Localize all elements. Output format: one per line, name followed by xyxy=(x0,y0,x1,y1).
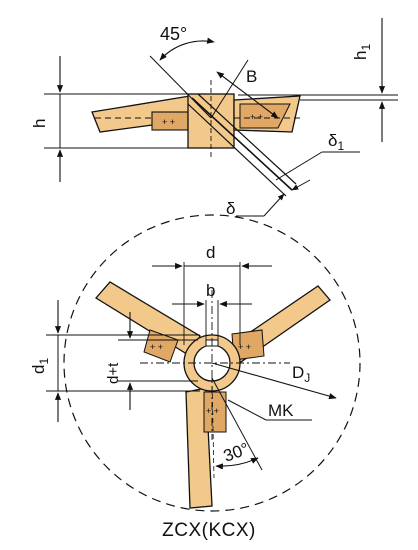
d-label: d xyxy=(206,243,215,262)
dt-label: d+t xyxy=(105,362,122,384)
dj-label: DJ xyxy=(292,363,310,385)
sweep-circle xyxy=(63,214,361,512)
mk-label: MK xyxy=(268,401,294,420)
b-label: b xyxy=(206,281,215,300)
d1-label: d1 xyxy=(29,358,51,374)
drawing-caption: ZCX(KCX) xyxy=(162,520,256,541)
bottom-view: + + + + + + d b xyxy=(29,214,361,512)
h1-label: h1 xyxy=(351,44,373,60)
svg-text:+ +: + + xyxy=(162,117,175,127)
angle-45-label: 45° xyxy=(160,24,187,44)
h-label: h xyxy=(30,119,49,128)
b-width-label: B xyxy=(246,67,257,86)
svg-text:+ +: + + xyxy=(238,342,251,352)
delta1-label: δ1 xyxy=(328,131,344,153)
svg-text:+ +: + + xyxy=(150,342,163,352)
top-view: + + + + 45° B h1 xyxy=(30,18,398,218)
delta-label: δ xyxy=(226,199,235,218)
svg-text:+ +: + + xyxy=(250,112,263,122)
